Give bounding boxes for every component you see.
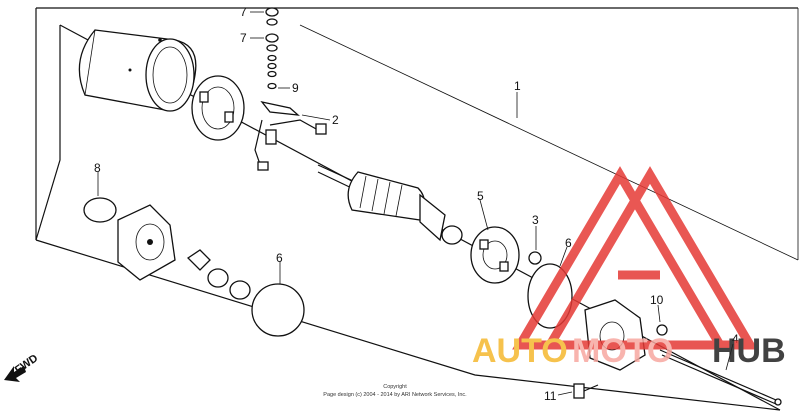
callout-1: 1 <box>514 79 521 93</box>
callout-5: 5 <box>477 189 484 203</box>
callout-7b: 7 <box>240 31 247 45</box>
callout-10: 10 <box>650 293 664 307</box>
fwd-label: FWD <box>13 352 40 376</box>
front-bracket <box>117 204 176 281</box>
washer-set <box>186 249 251 300</box>
callout-9: 9 <box>292 81 299 95</box>
watermark-triangle-icon <box>512 166 758 350</box>
brush-terminal <box>254 100 327 171</box>
callout-7a: 7 <box>240 5 247 19</box>
copyright-line1: Copyright <box>383 384 407 390</box>
callout-4: 4 <box>732 332 739 346</box>
o-ring-6-left <box>251 283 305 337</box>
watermark-moto: MOTO <box>572 332 673 370</box>
callout-11: 11 <box>544 389 557 403</box>
watermark-hub: HUB <box>712 332 786 370</box>
motor-housing <box>78 29 197 112</box>
callout-6-right: 6 <box>565 236 572 250</box>
copyright-line2: Page design (c) 2004 - 2014 by ARI Netwo… <box>323 392 467 398</box>
through-bolt-4 <box>659 349 782 406</box>
callout-3: 3 <box>532 213 539 227</box>
fwd-indicator: FWD <box>4 352 40 382</box>
callout-8: 8 <box>94 161 101 175</box>
bolt-11 <box>573 383 599 399</box>
armature <box>317 164 463 245</box>
copyright-block: Copyright Page design (c) 2004 - 2014 by… <box>323 384 467 398</box>
watermark-auto: AUTO <box>472 332 568 370</box>
nut-washer-stack <box>265 7 279 90</box>
callout-numbers: 7 7 9 2 1 5 3 8 6 6 10 4 11 <box>94 5 739 403</box>
washer-10 <box>656 324 668 336</box>
callout-2: 2 <box>332 113 339 127</box>
rear-cover <box>584 299 646 371</box>
brush-plate <box>470 226 520 284</box>
callout-6-left: 6 <box>276 251 283 265</box>
automotohub-watermark: AUTO MOTO HUB <box>472 166 786 370</box>
brush-holder-ring <box>191 75 245 141</box>
o-ring-8 <box>83 197 117 223</box>
small-part-3 <box>528 251 542 265</box>
fwd-arrow-icon <box>4 366 26 382</box>
